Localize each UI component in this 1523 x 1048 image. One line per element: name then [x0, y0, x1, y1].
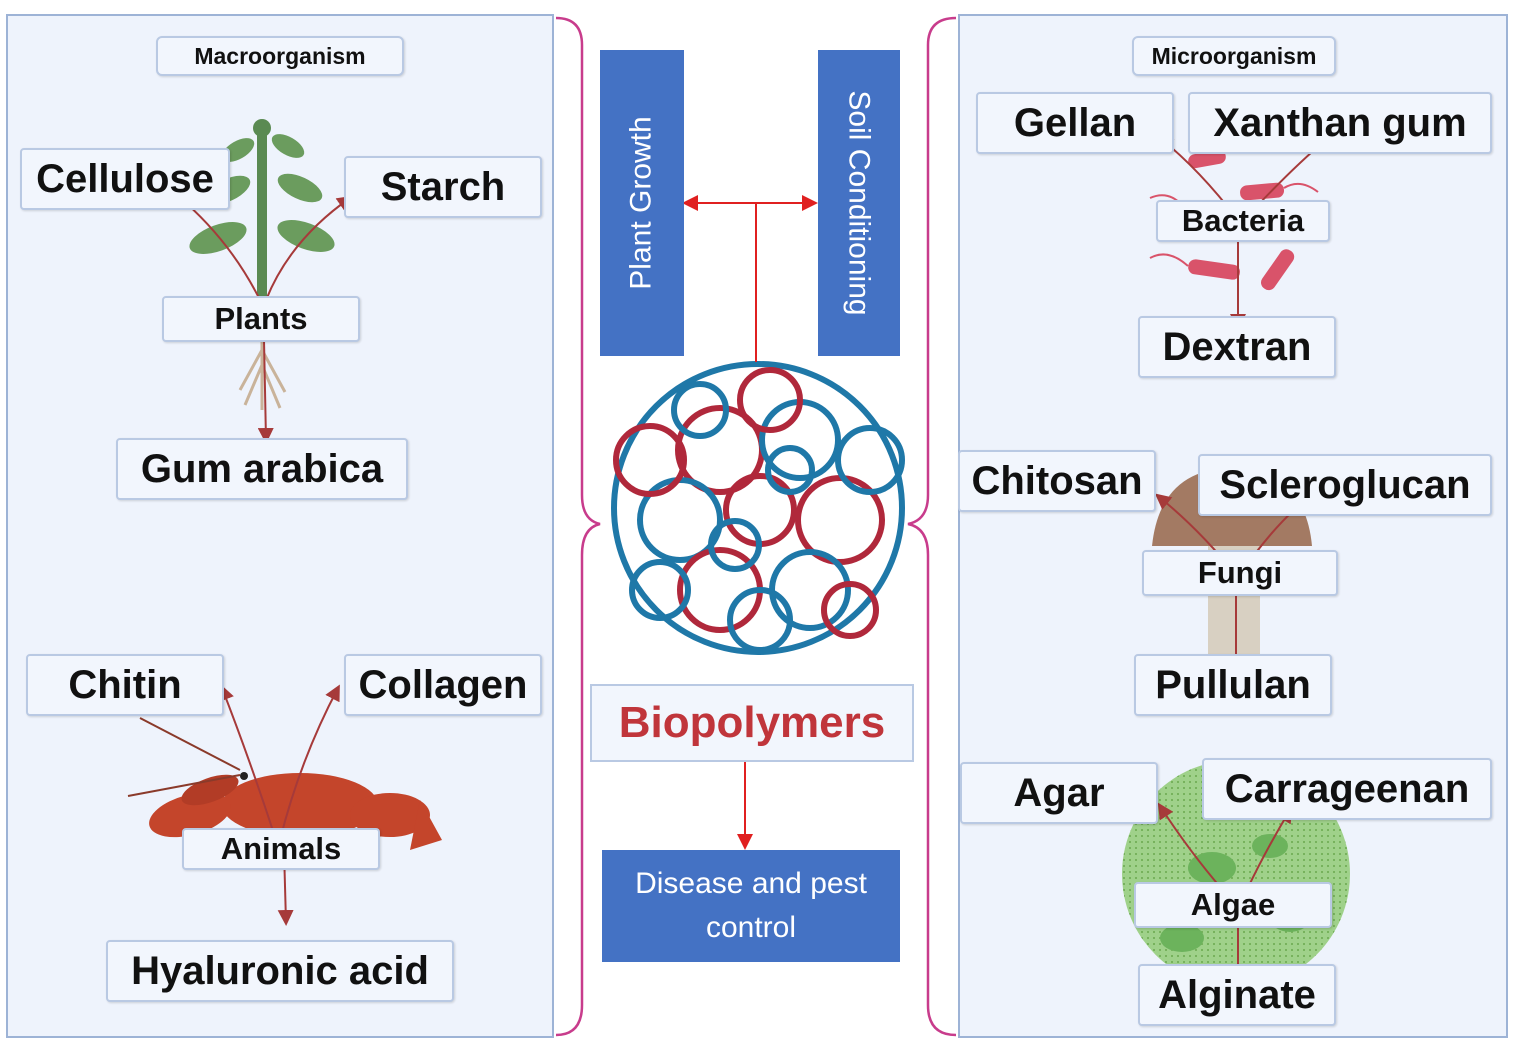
plant-growth-box: Plant Growth	[600, 50, 684, 356]
soil-conditioning-label: Soil Conditioning	[843, 90, 876, 316]
dextran-box: Dextran	[1138, 316, 1336, 378]
algae-label: Algae	[1134, 882, 1332, 928]
hyaluronic-acid-box: Hyaluronic acid	[106, 940, 454, 1002]
chitin-box: Chitin	[26, 654, 224, 716]
disease-pest-control-box: Disease and pest control	[602, 850, 900, 962]
soil-conditioning-box: Soil Conditioning	[818, 50, 900, 356]
left-bracket	[555, 16, 601, 1037]
pullulan-box: Pullulan	[1134, 654, 1332, 716]
cellulose-box: Cellulose	[20, 148, 230, 210]
carrageenan-box: Carrageenan	[1202, 758, 1492, 820]
bacteria-label: Bacteria	[1156, 200, 1330, 242]
biopolymer-ball-icon	[611, 361, 905, 655]
gellan-box: Gellan	[976, 92, 1174, 154]
animals-label: Animals	[182, 828, 380, 870]
collagen-box: Collagen	[344, 654, 542, 716]
disease-label-line1: Disease and pest	[635, 867, 867, 900]
macroorganism-header: Macroorganism	[156, 36, 404, 76]
gum-arabica-box: Gum arabica	[116, 438, 408, 500]
plants-label: Plants	[162, 296, 360, 342]
xanthan-gum-box: Xanthan gum	[1188, 92, 1492, 154]
starch-box: Starch	[344, 156, 542, 218]
crayfish-icon	[127, 717, 442, 859]
right-bracket	[907, 16, 957, 1037]
scleroglucan-box: Scleroglucan	[1198, 454, 1492, 516]
plant-growth-label: Plant Growth	[625, 116, 659, 290]
chitosan-box: Chitosan	[958, 450, 1156, 512]
biopolymers-label: Biopolymers	[590, 684, 914, 762]
disease-label-line2: control	[705, 911, 797, 944]
alginate-box: Alginate	[1138, 964, 1336, 1026]
fungi-label: Fungi	[1142, 550, 1338, 596]
agar-box: Agar	[960, 762, 1158, 824]
microorganism-header: Microorganism	[1132, 36, 1336, 76]
